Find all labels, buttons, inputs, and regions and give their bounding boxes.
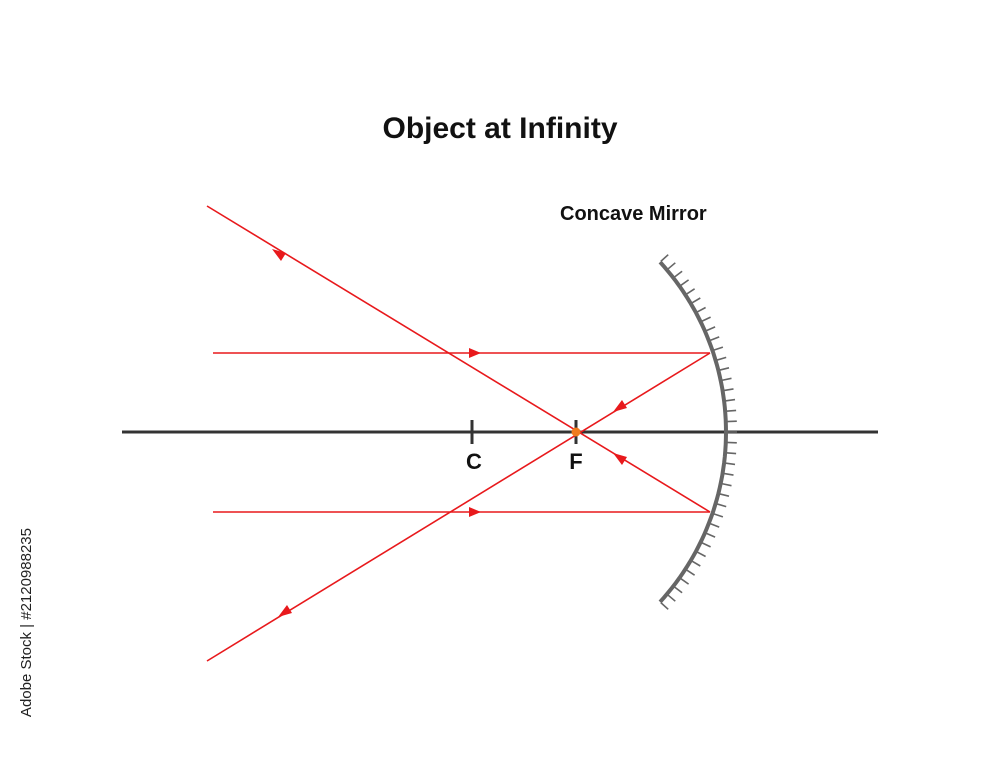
mirror-hatch	[679, 279, 690, 287]
mirror-hatch	[719, 493, 730, 497]
mirror-hatch	[691, 297, 701, 304]
mirror-hatch	[723, 388, 734, 392]
mirror-hatch	[705, 326, 716, 332]
mirror-hatch	[667, 262, 676, 270]
mirror-hatch	[696, 306, 706, 313]
mirror-hatch	[701, 541, 711, 548]
mirror-hatch	[685, 569, 696, 576]
mirror-hatch	[685, 288, 696, 295]
reflected-ray-upper	[206, 352, 711, 662]
mirror-hatch	[709, 522, 720, 528]
arrow-reflected-lower-near	[613, 453, 627, 465]
mirror-hatch	[709, 336, 720, 342]
arrow-incident-upper	[469, 348, 481, 358]
stock-id-text: Adobe Stock | #2120988235	[18, 528, 35, 718]
mirror-hatch	[724, 462, 736, 466]
mirror-hatch	[726, 409, 737, 412]
mirror-hatch	[667, 594, 676, 602]
focus-label: F	[569, 449, 583, 474]
mirror-hatch	[696, 551, 706, 558]
mirror-hatch	[721, 377, 732, 382]
mirror-hatch	[660, 602, 669, 610]
mirror-hatch	[713, 512, 724, 518]
mirror-label: Concave Mirror	[560, 203, 707, 225]
mirror-hatch	[723, 472, 734, 476]
mirror-hatch	[660, 254, 669, 262]
mirror-hatch	[679, 577, 690, 585]
mirror-hatch	[716, 503, 727, 508]
reflected-ray-lower	[206, 205, 711, 513]
mirror-hatch	[719, 367, 730, 371]
mirror-hatch	[705, 532, 716, 538]
mirror-hatch	[673, 586, 683, 594]
arrow-reflected-upper-far	[278, 605, 292, 617]
arrow-reflected-lower-far	[272, 249, 286, 261]
mirror-hatch	[716, 356, 727, 361]
mirror-hatch	[721, 482, 732, 487]
mirror-hatch	[726, 452, 737, 455]
arrow-incident-lower	[469, 507, 481, 517]
mirror-hatch	[691, 560, 701, 567]
mirror-hatch	[701, 316, 711, 323]
mirror-hatch	[724, 398, 736, 402]
mirror-arc	[658, 260, 729, 604]
mirror-hatch	[673, 270, 683, 278]
mirror-hatch	[713, 346, 724, 352]
diagram-title: Object at Infinity	[382, 112, 618, 145]
focus-point-dot	[571, 427, 581, 437]
arrow-reflected-upper-near	[613, 400, 627, 412]
center-label: C	[466, 449, 482, 474]
concave-mirror	[658, 254, 737, 610]
